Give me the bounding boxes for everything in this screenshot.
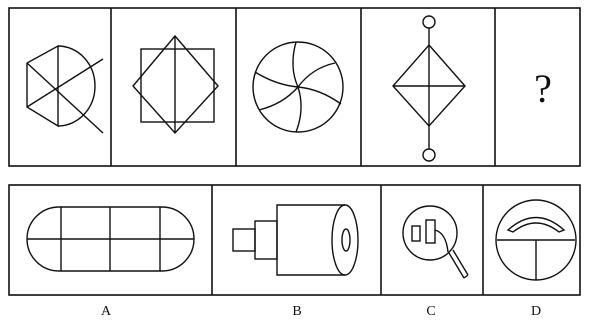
question-mark: ?	[534, 66, 552, 111]
fig1-semicircle	[58, 46, 95, 126]
fig3-swirl	[298, 63, 335, 87]
fig4-top-circle	[423, 16, 435, 28]
figure-4	[393, 16, 465, 161]
option-label-c[interactable]: C	[426, 304, 435, 319]
option-label-d[interactable]: D	[531, 304, 541, 319]
option-c-figure[interactable]	[403, 206, 468, 278]
fig1-pentagon	[27, 46, 58, 126]
optB-small-block	[233, 229, 255, 251]
optC-hook	[435, 230, 448, 252]
fig3-swirl	[298, 87, 341, 104]
question-row: ?	[9, 8, 580, 166]
figure-1	[27, 46, 103, 133]
option-a-figure[interactable]	[27, 207, 194, 271]
optD-dome	[508, 218, 564, 233]
figure-3	[253, 42, 343, 132]
optB-mid-block	[255, 221, 277, 259]
fig3-swirl	[293, 42, 298, 87]
fig4-bottom-circle	[423, 149, 435, 161]
fig3-swirl	[296, 87, 301, 132]
option-d-figure[interactable]	[496, 200, 576, 280]
optC-tall-rect	[426, 220, 435, 243]
optC-handle-end	[464, 275, 468, 278]
figure-2	[133, 36, 218, 133]
optB-cylinder-body	[277, 205, 345, 275]
optB-cylinder-face	[332, 205, 358, 275]
figure-5: ?	[534, 66, 552, 111]
fig3-swirl	[259, 87, 298, 110]
fig3-swirl	[255, 72, 298, 87]
fig1-line	[27, 59, 103, 107]
option-label-b[interactable]: B	[292, 304, 301, 319]
optC-lens	[403, 206, 457, 260]
optC-small-rect	[412, 226, 420, 241]
option-label-a[interactable]: A	[101, 304, 112, 319]
fig2-square	[141, 49, 214, 122]
fig1-line	[27, 63, 103, 133]
options-row	[9, 185, 580, 295]
options-row-frame	[9, 185, 580, 295]
optB-cylinder-hole	[342, 229, 350, 251]
option-labels: A B C D	[101, 304, 541, 319]
option-b-figure[interactable]	[233, 205, 358, 275]
